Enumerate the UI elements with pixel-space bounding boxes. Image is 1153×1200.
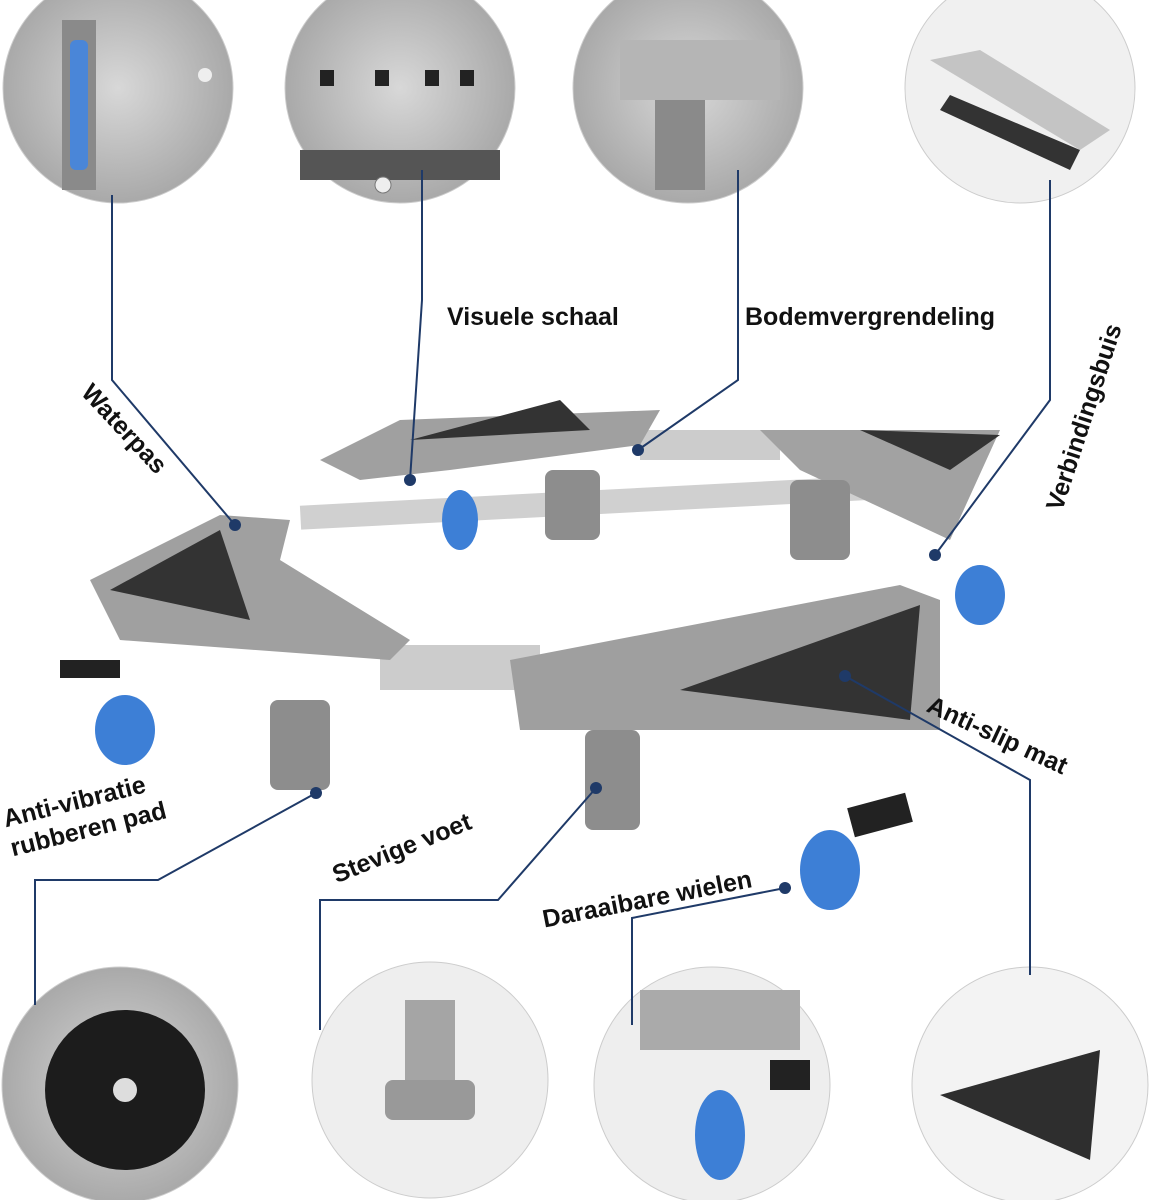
detail-circle-anti-slip-mat <box>911 966 1149 1200</box>
label-bodemvergrendeling: Bodemvergrendeling <box>745 303 996 331</box>
detail-circle-waterpas <box>2 0 234 204</box>
detail-circle-stevige-voet <box>311 961 549 1199</box>
detail-circle-draaibare-wielen <box>593 966 831 1200</box>
product-stand <box>60 400 1005 910</box>
detail-circle-visuele-schaal <box>284 0 516 204</box>
detail-circle-verbindingsbuis <box>904 0 1136 204</box>
detail-circle-rubber-pad <box>1 966 239 1200</box>
detail-circle-bodemvergrendeling <box>572 0 804 204</box>
leader-dots <box>229 444 941 894</box>
label-visuele-schaal: Visuele schaal <box>447 303 619 331</box>
leader-lines <box>34 170 1051 1030</box>
